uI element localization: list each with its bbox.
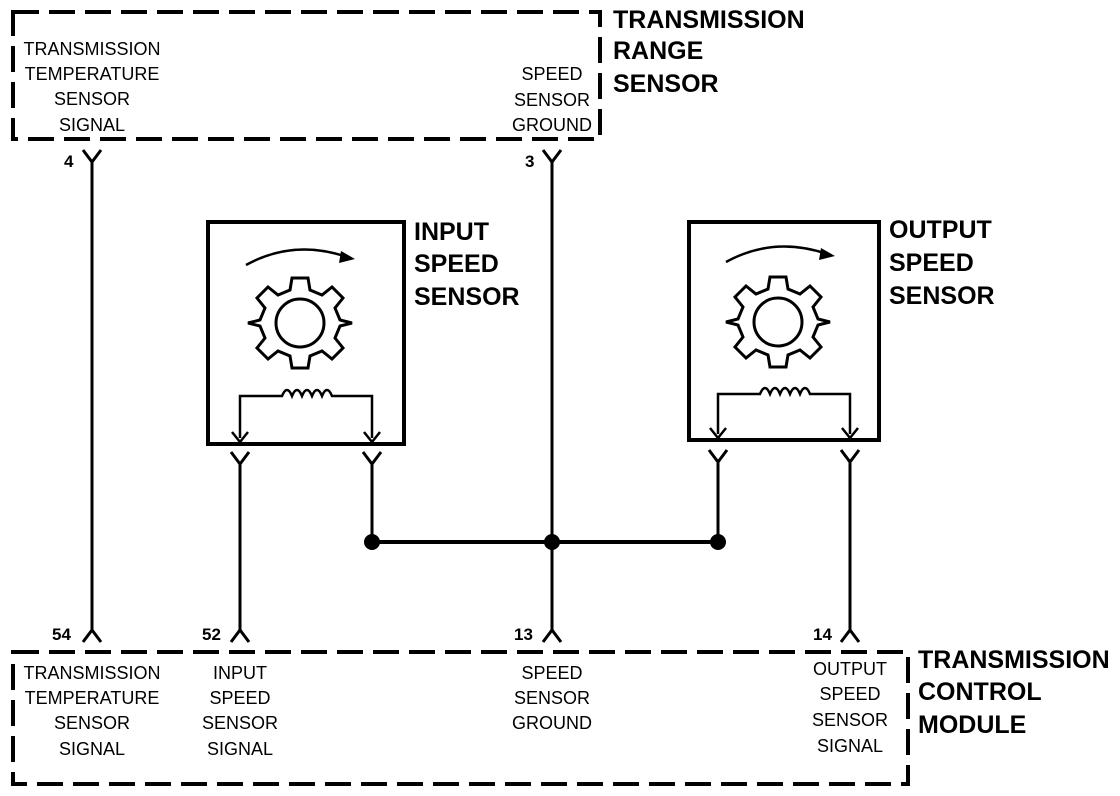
input-right-connector-icon: [361, 451, 383, 467]
tcm-pin13-connector-icon: [541, 627, 563, 643]
tcm-pin-input: 52: [202, 625, 221, 644]
trs-ground-label-2: SENSOR: [514, 90, 590, 110]
trs-temp-label-3: SENSOR: [54, 89, 130, 109]
output-rotation-arrow-icon: [725, 245, 831, 264]
tcm-input-label-4: SIGNAL: [207, 739, 273, 759]
trs-title-line2: RANGE: [613, 37, 703, 65]
output-coil-icon: [716, 386, 852, 434]
tcm-temp-label-2: TEMPERATURE: [25, 688, 160, 708]
tcm-ground-label-1: SPEED: [521, 663, 582, 683]
tcm-title-line3: MODULE: [918, 711, 1026, 739]
output-sensor-title-3: SENSOR: [889, 282, 995, 310]
input-gear-icon: [246, 276, 354, 370]
tcm-input-label-3: SENSOR: [202, 713, 278, 733]
tcm-output-label-3: SENSOR: [812, 710, 888, 730]
input-sensor-title-1: INPUT: [414, 218, 489, 246]
tcm-output-label-4: SIGNAL: [817, 736, 883, 756]
trs-pin4-connector-icon: [81, 149, 103, 165]
trs-pin-ground: 3: [525, 152, 534, 171]
tcm-temp-label-1: TRANSMISSION: [23, 663, 160, 683]
tcm-pin-ground: 13: [514, 625, 533, 644]
trs-temp-label-1: TRANSMISSION: [23, 39, 160, 59]
trs-pin3-connector-icon: [541, 149, 563, 165]
tcm-title-line1: TRANSMISSION: [918, 646, 1110, 674]
output-coil-arrow-left-icon: [709, 427, 727, 441]
input-coil-arrow-right-icon: [363, 431, 381, 445]
trs-temp-label-2: TEMPERATURE: [25, 64, 160, 84]
output-left-connector-icon: [707, 449, 729, 465]
trs-title-line3: SENSOR: [613, 70, 719, 98]
input-rotation-arrow-icon: [245, 248, 351, 267]
input-coil-icon: [238, 388, 374, 438]
tcm-ground-label-2: SENSOR: [514, 688, 590, 708]
trs-pin-temp: 4: [64, 152, 74, 171]
output-sensor-title-1: OUTPUT: [889, 216, 992, 244]
tcm-output-label-2: SPEED: [819, 684, 880, 704]
splice-dot-output: [710, 534, 726, 550]
tcm-temp-label-4: SIGNAL: [59, 739, 125, 759]
trs-ground-label-3: GROUND: [512, 115, 592, 135]
output-right-connector-icon: [839, 449, 861, 465]
output-arrowhead-icon: [819, 248, 835, 260]
input-coil-arrow-left-icon: [231, 431, 249, 445]
tcm-output-label-1: OUTPUT: [813, 659, 887, 679]
tcm-title-line2: CONTROL: [918, 678, 1042, 706]
trs-title-line1: TRANSMISSION: [613, 6, 805, 34]
tcm-pin54-connector-icon: [81, 627, 103, 643]
tcm-input-label-2: SPEED: [209, 688, 270, 708]
tcm-pin-temp: 54: [52, 625, 71, 644]
tcm-pin52-connector-icon: [229, 627, 251, 643]
splice-dot-center: [544, 534, 560, 550]
trs-dashed-box: [11, 10, 602, 141]
input-arrowhead-icon: [339, 251, 355, 263]
tcm-pin14-connector-icon: [839, 627, 861, 643]
input-sensor-title-2: SPEED: [414, 250, 499, 278]
output-coil-arrow-right-icon: [841, 427, 859, 441]
splice-dot-input: [364, 534, 380, 550]
tcm-temp-label-3: SENSOR: [54, 713, 130, 733]
input-sensor-title-3: SENSOR: [414, 283, 520, 311]
tcm-pin-output: 14: [813, 625, 832, 644]
tcm-dashed-box: [11, 650, 910, 786]
output-gear-icon: [724, 275, 832, 369]
input-left-connector-icon: [229, 451, 251, 467]
output-sensor-title-2: SPEED: [889, 249, 974, 277]
trs-ground-label-1: SPEED: [521, 64, 582, 84]
tcm-input-label-1: INPUT: [213, 663, 267, 683]
tcm-ground-label-3: GROUND: [512, 713, 592, 733]
trs-temp-label-4: SIGNAL: [59, 115, 125, 135]
